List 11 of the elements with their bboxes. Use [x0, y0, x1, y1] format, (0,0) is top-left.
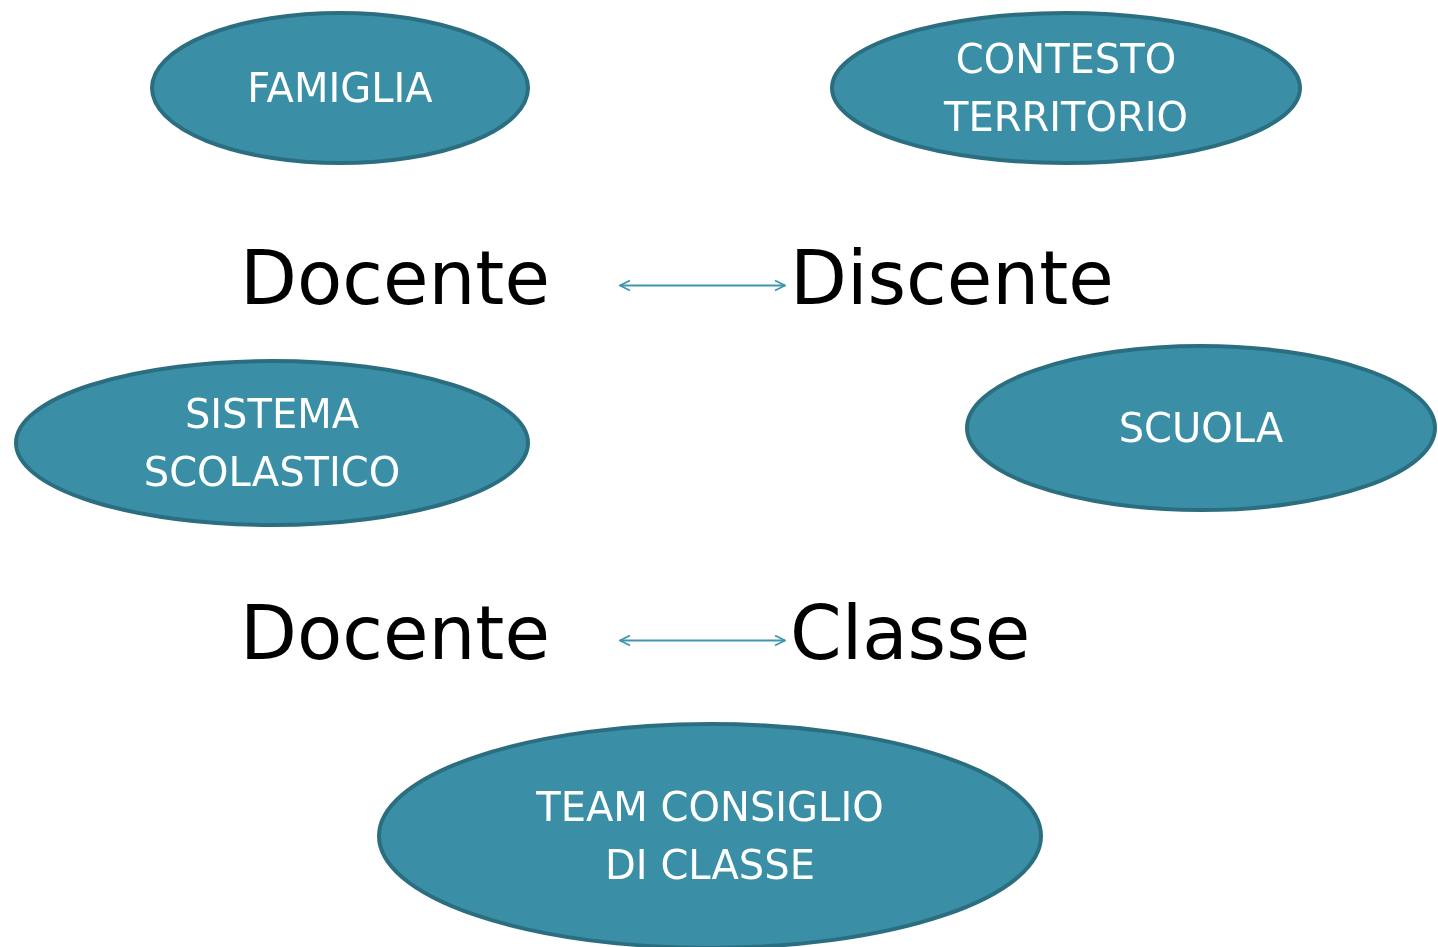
double-arrow — [619, 279, 786, 292]
node-label: TEAM CONSIGLIO DI CLASSE — [535, 783, 885, 890]
term-label: Docente — [240, 589, 550, 676]
double-arrow — [619, 634, 786, 647]
term-label: Classe — [790, 589, 1031, 676]
node-label: FAMIGLIA — [247, 64, 433, 113]
term-label: Discente — [790, 234, 1114, 321]
node-label: SCUOLA — [1118, 404, 1284, 453]
node-label: SISTEMA SCOLASTICO — [142, 390, 402, 497]
term-label: Docente — [240, 234, 550, 321]
node-label: CONTESTO TERRITORIO — [942, 35, 1190, 142]
